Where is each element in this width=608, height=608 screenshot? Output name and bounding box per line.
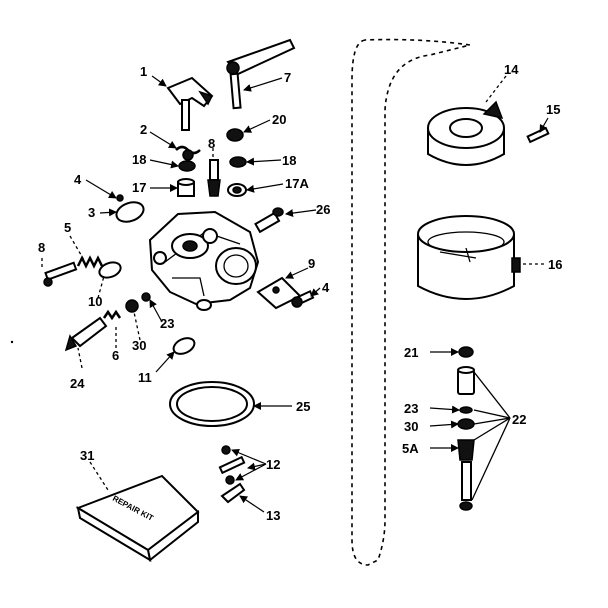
label-15: 15 xyxy=(546,102,560,117)
label-8-left: 8 xyxy=(38,240,45,255)
stray-dot xyxy=(10,340,14,344)
callout-labels: 1 7 20 2 8 18 18 17 17A 4 3 26 8 5 9 4 1… xyxy=(38,62,562,523)
part-bushing-right xyxy=(227,183,247,197)
label-11: 11 xyxy=(138,370,152,385)
part-plate-screw xyxy=(116,194,124,202)
part-float-pin xyxy=(218,445,246,485)
part-bowl-nut xyxy=(457,346,475,511)
label-5: 5 xyxy=(64,220,71,235)
label-30-left: 30 xyxy=(132,338,146,353)
part-washer-right xyxy=(229,156,247,168)
label-3: 3 xyxy=(88,205,95,220)
part-gasket-small xyxy=(98,261,122,279)
part-float xyxy=(427,100,505,166)
part-idle-screw xyxy=(43,261,78,287)
label-17: 17 xyxy=(132,180,146,195)
part-screw-upper xyxy=(207,159,221,197)
label-1: 1 xyxy=(140,64,147,79)
label-4-right: 4 xyxy=(322,280,330,295)
label-5A: 5A xyxy=(402,441,419,456)
label-24: 24 xyxy=(70,376,85,391)
part-bowl-gasket xyxy=(169,381,255,427)
part-clip xyxy=(220,482,246,504)
label-14: 14 xyxy=(504,62,519,77)
label-9: 9 xyxy=(308,256,315,271)
label-22: 22 xyxy=(512,412,526,427)
label-6: 6 xyxy=(112,348,119,363)
part-throttle-shaft xyxy=(166,76,214,131)
part-idle-spring xyxy=(76,255,104,269)
part-gasket-eleven xyxy=(172,337,196,355)
part-oring-left-small xyxy=(141,292,151,302)
part-choke-seal xyxy=(226,128,244,142)
part-throttle-spring xyxy=(175,145,201,161)
part-choke-lever xyxy=(226,38,296,110)
part-needle-valve xyxy=(64,316,108,352)
part-throttle-plate xyxy=(115,201,145,223)
label-20: 20 xyxy=(272,112,286,127)
label-4-left: 4 xyxy=(74,172,82,187)
part-bushing-left xyxy=(177,178,195,197)
label-13: 13 xyxy=(266,508,280,523)
label-25: 25 xyxy=(296,399,310,414)
label-18-right: 18 xyxy=(282,153,296,168)
label-17A: 17A xyxy=(285,176,309,191)
label-23-right: 23 xyxy=(404,401,418,416)
part-needle-spring xyxy=(102,309,122,321)
part-float-bowl xyxy=(417,215,521,300)
label-31: 31 xyxy=(80,448,94,463)
label-8-upper: 8 xyxy=(208,136,215,151)
part-washer-left xyxy=(178,160,196,172)
dashed-group-outline xyxy=(351,38,471,566)
label-21: 21 xyxy=(404,345,418,360)
label-30-right: 30 xyxy=(404,419,418,434)
label-10: 10 xyxy=(88,294,102,309)
leader-lines xyxy=(41,75,549,513)
part-fuel-inlet xyxy=(254,207,284,234)
part-screw-right xyxy=(291,289,315,308)
label-26: 26 xyxy=(316,202,330,217)
part-hinge-pin xyxy=(526,126,550,144)
label-2: 2 xyxy=(140,122,147,137)
label-7: 7 xyxy=(284,70,291,85)
label-18-left: 18 xyxy=(132,152,146,167)
part-carburetor-body xyxy=(148,210,260,311)
part-repair-kit: REPAIR KIT xyxy=(75,474,200,563)
label-23-left: 23 xyxy=(160,316,174,331)
label-12: 12 xyxy=(266,457,280,472)
label-16: 16 xyxy=(548,257,562,272)
part-oring-left xyxy=(125,299,139,313)
